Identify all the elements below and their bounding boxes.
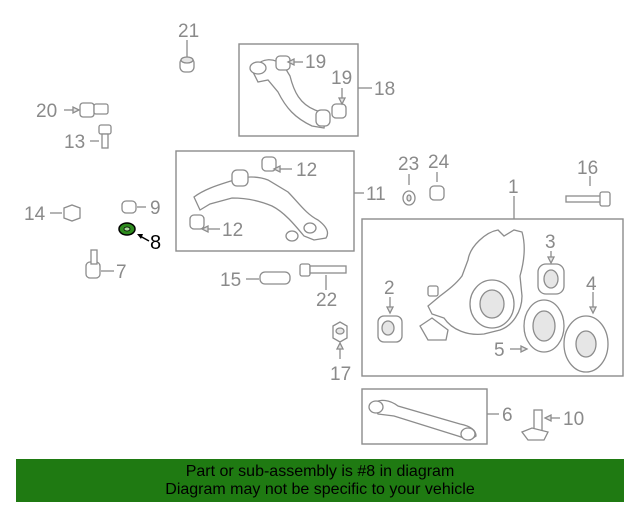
callout-23[interactable]: 23 <box>398 154 419 175</box>
part-18-upper-arm <box>249 55 372 129</box>
part-16-bolt <box>565 176 611 207</box>
part-3-bushing <box>537 251 565 295</box>
part-11-control-arm <box>189 156 364 242</box>
box-6 <box>361 388 488 445</box>
box-11 <box>175 150 355 252</box>
callout-11[interactable]: 11 <box>366 184 386 205</box>
part-20-bolt <box>64 102 109 118</box>
callout-19b[interactable]: 19 <box>331 68 352 89</box>
callout-15[interactable]: 15 <box>220 270 241 291</box>
callout-24[interactable]: 24 <box>428 152 450 173</box>
banner-line-2: Diagram may not be specific to your vehi… <box>165 480 475 498</box>
callout-8[interactable]: 8 <box>150 232 161 254</box>
callout-19a[interactable]: 19 <box>305 52 326 73</box>
part-13-bolt <box>90 124 112 149</box>
part-10-bolt <box>520 409 560 441</box>
callout-6[interactable]: 6 <box>502 405 513 426</box>
part-24-nut <box>429 172 445 201</box>
part-6-link <box>368 399 499 441</box>
part-2-bushing <box>377 297 403 343</box>
box-18 <box>238 43 359 137</box>
part-7-bolt <box>85 249 114 279</box>
callout-4[interactable]: 4 <box>586 274 597 295</box>
callout-21[interactable]: 21 <box>178 21 199 42</box>
callout-2[interactable]: 2 <box>384 278 395 299</box>
callout-10[interactable]: 10 <box>563 409 584 430</box>
part-14-nut <box>50 204 81 222</box>
callout-5[interactable]: 5 <box>494 340 505 361</box>
part-23-washer <box>402 174 416 206</box>
callout-22[interactable]: 22 <box>316 290 337 311</box>
part-22-bolt <box>299 263 347 290</box>
part-9-nut <box>121 200 146 214</box>
callout-17[interactable]: 17 <box>330 364 351 385</box>
callout-7[interactable]: 7 <box>116 262 127 283</box>
part-15-bushing <box>246 271 291 285</box>
part-17-nut <box>332 321 348 359</box>
info-banner: Part or sub-assembly is #8 in diagram Di… <box>16 459 624 502</box>
callout-9[interactable]: 9 <box>150 198 161 219</box>
banner-line-1: Part or sub-assembly is #8 in diagram <box>185 462 455 480</box>
callout-14[interactable]: 14 <box>24 204 46 225</box>
callout-13[interactable]: 13 <box>64 132 85 153</box>
callout-16[interactable]: 16 <box>577 158 598 179</box>
callout-18[interactable]: 18 <box>374 79 395 100</box>
part-4-hub <box>563 292 609 373</box>
part-21-nut <box>179 40 195 73</box>
callout-20[interactable]: 20 <box>36 101 57 122</box>
callout-12a[interactable]: 12 <box>296 160 317 181</box>
callout-12b[interactable]: 12 <box>222 220 243 241</box>
callout-1[interactable]: 1 <box>508 177 519 198</box>
box-1 <box>361 218 624 377</box>
callout-3[interactable]: 3 <box>545 232 556 253</box>
part-8-washer[interactable] <box>118 222 150 242</box>
part-1-knuckle <box>419 196 525 341</box>
part-5-bearing <box>510 299 565 354</box>
